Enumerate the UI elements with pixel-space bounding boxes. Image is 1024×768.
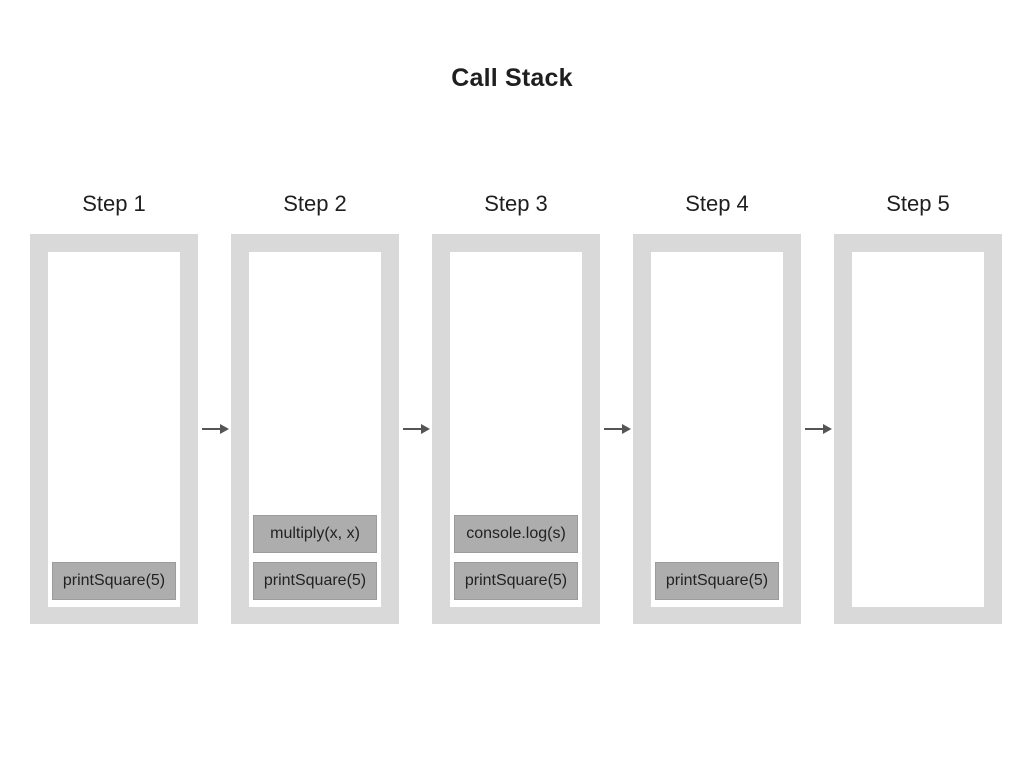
call-stack-box: multiply(x, x) printSquare(5) bbox=[231, 234, 399, 624]
step-label: Step 1 bbox=[82, 191, 146, 216]
stack-frame: printSquare(5) bbox=[52, 562, 176, 600]
right-arrow-icon bbox=[201, 424, 229, 434]
right-arrow-icon bbox=[603, 424, 631, 434]
step-label: Step 2 bbox=[283, 191, 347, 216]
call-stack-interior: printSquare(5) bbox=[48, 252, 180, 607]
call-stack-interior: multiply(x, x) printSquare(5) bbox=[249, 252, 381, 607]
step-column-5: Step 5 bbox=[834, 189, 1002, 624]
step-label: Step 3 bbox=[484, 191, 548, 216]
step-column-1: Step 1 printSquare(5) bbox=[30, 189, 198, 624]
right-arrow-icon bbox=[402, 424, 430, 434]
step-transition-2-3 bbox=[399, 189, 432, 436]
step-transition-4-5 bbox=[801, 189, 834, 436]
stack-frame: console.log(s) bbox=[454, 515, 578, 553]
call-stack-interior bbox=[852, 252, 984, 607]
call-stack-box: console.log(s) printSquare(5) bbox=[432, 234, 600, 624]
page-title: Call Stack bbox=[451, 64, 573, 92]
call-stack-box: printSquare(5) bbox=[30, 234, 198, 624]
steps-row: Step 1 printSquare(5) Step 2 multiply(x,… bbox=[0, 189, 1024, 624]
step-transition-3-4 bbox=[600, 189, 633, 436]
step-label: Step 5 bbox=[886, 191, 950, 216]
stack-frame: multiply(x, x) bbox=[253, 515, 377, 553]
call-stack-interior: printSquare(5) bbox=[651, 252, 783, 607]
right-arrow-icon bbox=[804, 424, 832, 434]
step-label: Step 4 bbox=[685, 191, 749, 216]
step-column-3: Step 3 console.log(s) printSquare(5) bbox=[432, 189, 600, 624]
stack-frame: printSquare(5) bbox=[655, 562, 779, 600]
step-column-4: Step 4 printSquare(5) bbox=[633, 189, 801, 624]
step-transition-1-2 bbox=[198, 189, 231, 436]
call-stack-box bbox=[834, 234, 1002, 624]
call-stack-box: printSquare(5) bbox=[633, 234, 801, 624]
step-column-2: Step 2 multiply(x, x) printSquare(5) bbox=[231, 189, 399, 624]
stack-frame: printSquare(5) bbox=[253, 562, 377, 600]
stack-frame: printSquare(5) bbox=[454, 562, 578, 600]
call-stack-interior: console.log(s) printSquare(5) bbox=[450, 252, 582, 607]
